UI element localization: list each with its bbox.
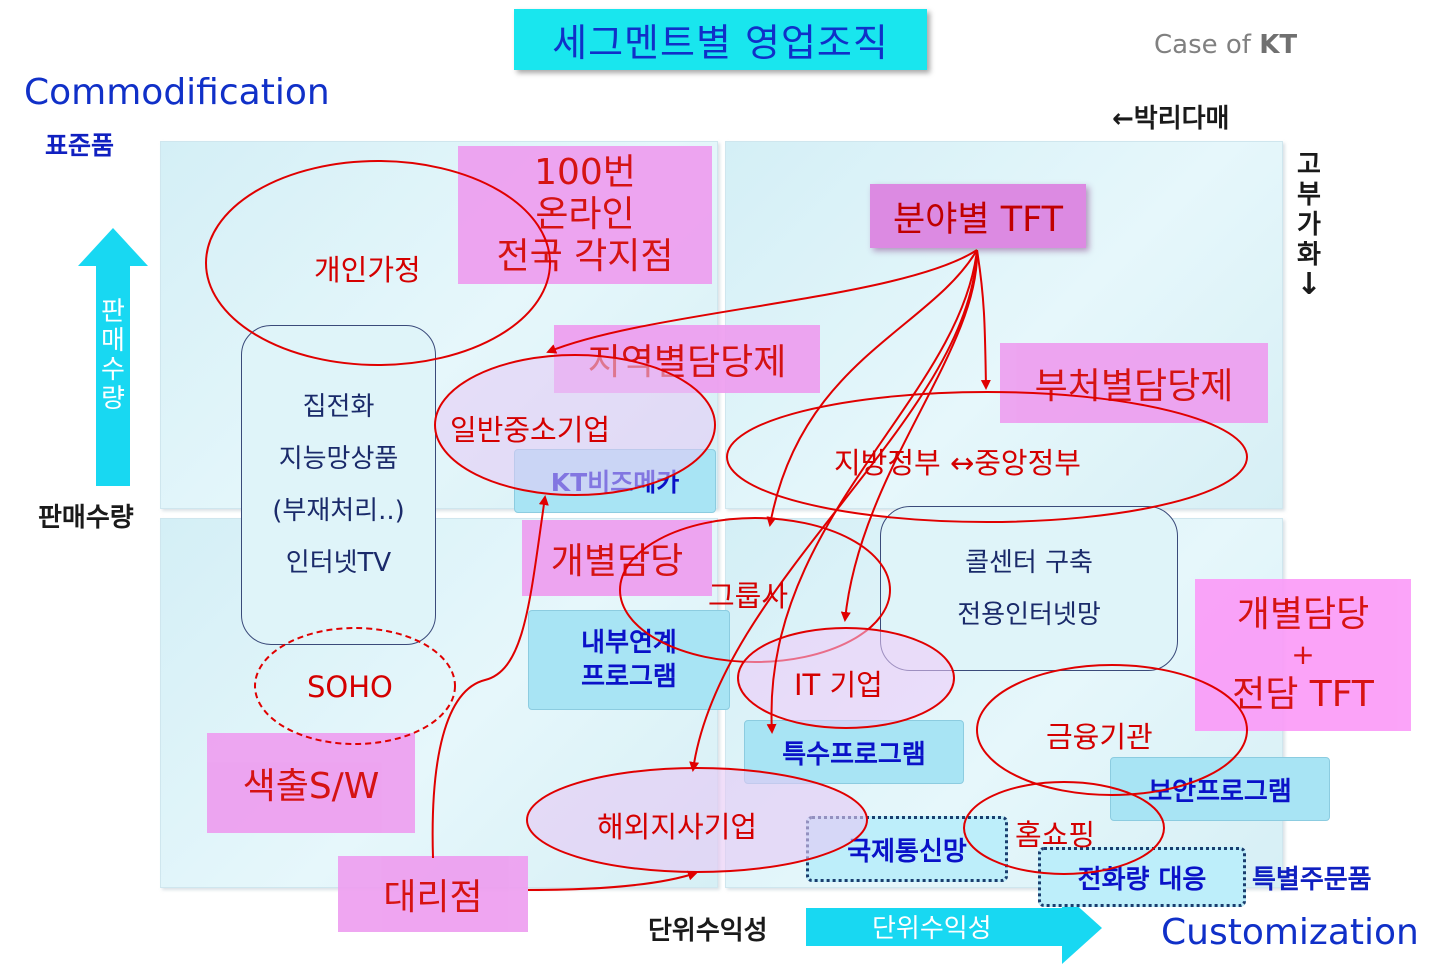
unit-profit-axis-label: 단위수익성 [648, 916, 768, 946]
individual-tft-line: 전담 TFT [1232, 674, 1374, 715]
basic-products-box: 집전화 지능망상품 (부재처리..) 인터넷TV [241, 325, 436, 645]
colored-sw-box: 색출S/W [207, 733, 415, 833]
intl-network-box: 국제통신망 [806, 816, 1008, 882]
sales-volume-arrow-char: 판 [101, 297, 125, 327]
channel-100-line: 100번 [534, 152, 636, 193]
page-title: 세그멘트별 영업조직 [514, 9, 927, 70]
overseas-label: 해외지사기업 [597, 810, 758, 844]
channel-100-line: 전국 각지점 [496, 236, 674, 277]
low-margin-arrow-label: ←박리다매 [1112, 104, 1230, 134]
government-label: 지방정부 ↔중앙정부 [834, 446, 1081, 480]
individual-tft-line: + [1291, 638, 1315, 671]
homeshopping-label: 홈쇼핑 [1015, 818, 1096, 852]
individual-tft-line: 개별담당 [1236, 594, 1370, 635]
finance-label: 금융기관 [1046, 720, 1153, 754]
high-value-char: 가 [1297, 210, 1321, 240]
down-arrow-icon: ↓ [1296, 267, 1322, 302]
unit-profit-arrow-text: 단위수익성 [872, 914, 992, 944]
security-program-box: 보안프로그램 [1110, 757, 1330, 821]
channel-100-box: 100번 온라인 전국 각지점 [458, 146, 712, 284]
it-label: IT 기업 [794, 668, 883, 702]
internal-program-box: 내부연계 프로그램 [528, 610, 730, 710]
product-item: 집전화 [302, 392, 375, 422]
standard-product-label: 표준품 [45, 131, 115, 160]
agency-box: 대리점 [338, 856, 528, 932]
channel-100-line: 온라인 [535, 194, 635, 235]
individual-charge-box: 개별담당 [522, 520, 712, 596]
sme-label: 일반중소기업 [450, 413, 611, 447]
product-item: (부재처리..) [272, 496, 405, 526]
special-order-label: 특별주문품 [1252, 865, 1372, 895]
case-company: KT [1259, 30, 1298, 60]
group-label: 그룹사 [708, 579, 789, 613]
high-value-char: 부 [1297, 180, 1321, 210]
product-item: 인터넷TV [285, 548, 392, 578]
high-value-vertical-label: 고 부 가 화 ↓ [1294, 150, 1324, 300]
individual-tft-box: 개별담당 + 전담 TFT [1195, 579, 1411, 731]
call-volume-box: 전화량 대응 [1038, 847, 1246, 907]
special-program-box: 특수프로그램 [744, 720, 964, 784]
regional-charge-box: 지역별담당제 [554, 325, 820, 393]
product-item: 지능망상품 [278, 444, 399, 474]
sales-volume-arrow-char: 매 [101, 326, 125, 356]
commodification-label: Commodification [24, 72, 330, 113]
case-label: Case of KT [1154, 30, 1297, 60]
field-tft-box: 분야별 TFT [870, 184, 1086, 248]
high-value-char: 고 [1297, 150, 1321, 180]
kt-bizmeka-box: KT비즈메카 [514, 449, 716, 513]
sales-volume-arrow-char: 량 [101, 384, 125, 414]
sales-volume-axis-label: 판매수량 [38, 503, 134, 533]
sales-volume-arrow-char: 수 [101, 355, 125, 385]
internal-program-line: 프로그램 [581, 662, 677, 692]
internal-program-line: 내부연계 [581, 628, 677, 658]
high-value-char: 화 [1297, 240, 1321, 270]
customization-label: Customization [1161, 912, 1419, 953]
product-item: 전용인터넷망 [957, 599, 1101, 630]
soho-label: SOHO [307, 670, 393, 704]
case-prefix: Case of [1154, 30, 1260, 60]
unit-profit-right-arrow-icon [806, 892, 1102, 964]
product-item: 콜센터 구축 [965, 547, 1093, 578]
department-charge-box: 부처별담당제 [1000, 343, 1268, 423]
sales-volume-up-arrow-icon [78, 228, 148, 486]
household-label: 개인가정 [314, 253, 421, 287]
call-center-products-box: 콜센터 구축 전용인터넷망 [880, 506, 1178, 671]
